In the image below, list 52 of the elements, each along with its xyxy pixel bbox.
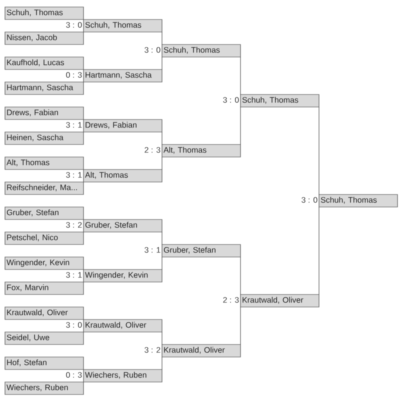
match-score: 3 : 2	[66, 222, 82, 228]
player-box: Wingender, Kevin	[83, 269, 162, 282]
match-score: 3 : 0	[66, 22, 82, 28]
player-box: Alt, Thomas	[162, 144, 241, 158]
match-score: 3 : 2	[144, 347, 160, 353]
bracket-line	[318, 206, 320, 295]
match-score: 3 : 0	[144, 47, 160, 53]
player-box: Alt, Thomas	[83, 169, 162, 182]
player-box: Krautwald, Oliver	[162, 344, 241, 358]
player-box: Schuh, Thomas	[240, 94, 320, 108]
player-box: Drews, Fabian	[83, 119, 162, 132]
player-box: Hof, Stefan	[4, 356, 84, 370]
player-box: Hartmann, Sascha	[4, 82, 84, 95]
player-box: Kaufhold, Lucas	[4, 56, 84, 70]
player-box: Krautwald, Oliver	[83, 319, 162, 332]
player-box: Wingender, Kevin	[4, 256, 84, 270]
match-score: 3 : 0	[66, 322, 82, 328]
player-box: Wiechers, Ruben	[4, 382, 84, 395]
match-score: 2 : 3	[144, 147, 160, 153]
player-box: Schuh, Thomas	[83, 19, 162, 32]
player-box: Wiechers, Ruben	[83, 369, 162, 382]
match-score: 0 : 3	[66, 372, 82, 378]
bracket-line	[240, 106, 241, 145]
player-box: Reifschneider, Ma...	[4, 182, 84, 195]
match-score: 3 : 0	[302, 197, 318, 203]
bracket-line	[318, 106, 320, 195]
player-box: Hartmann, Sascha	[83, 69, 162, 82]
match-score: 2 : 3	[223, 297, 239, 303]
match-score: 3 : 1	[66, 172, 82, 178]
player-box: Gruber, Stefan	[83, 219, 162, 232]
player-box: Heinen, Sascha	[4, 132, 84, 145]
player-box: Seidel, Uwe	[4, 332, 84, 345]
player-box: Fox, Marvin	[4, 282, 84, 295]
match-score: 3 : 0	[223, 97, 239, 103]
match-score: 3 : 1	[144, 247, 160, 253]
player-box: Nissen, Jacob	[4, 32, 84, 45]
player-box: Schuh, Thomas	[318, 194, 398, 208]
match-score: 3 : 1	[66, 272, 82, 278]
player-box: Gruber, Stefan	[162, 244, 241, 258]
player-box: Schuh, Thomas	[162, 44, 241, 58]
player-box: Gruber, Stefan	[4, 206, 84, 220]
bracket-line	[240, 56, 241, 95]
match-score: 0 : 3	[66, 72, 82, 78]
player-box: Krautwald, Oliver	[240, 294, 320, 308]
player-box: Petschel, Nico	[4, 232, 84, 245]
player-box: Alt, Thomas	[4, 156, 84, 170]
player-box: Schuh, Thomas	[4, 6, 84, 20]
match-score: 3 : 1	[66, 122, 82, 128]
bracket-line	[240, 306, 241, 345]
bracket-line	[240, 256, 241, 295]
player-box: Drews, Fabian	[4, 106, 84, 120]
player-box: Krautwald, Oliver	[4, 306, 84, 320]
